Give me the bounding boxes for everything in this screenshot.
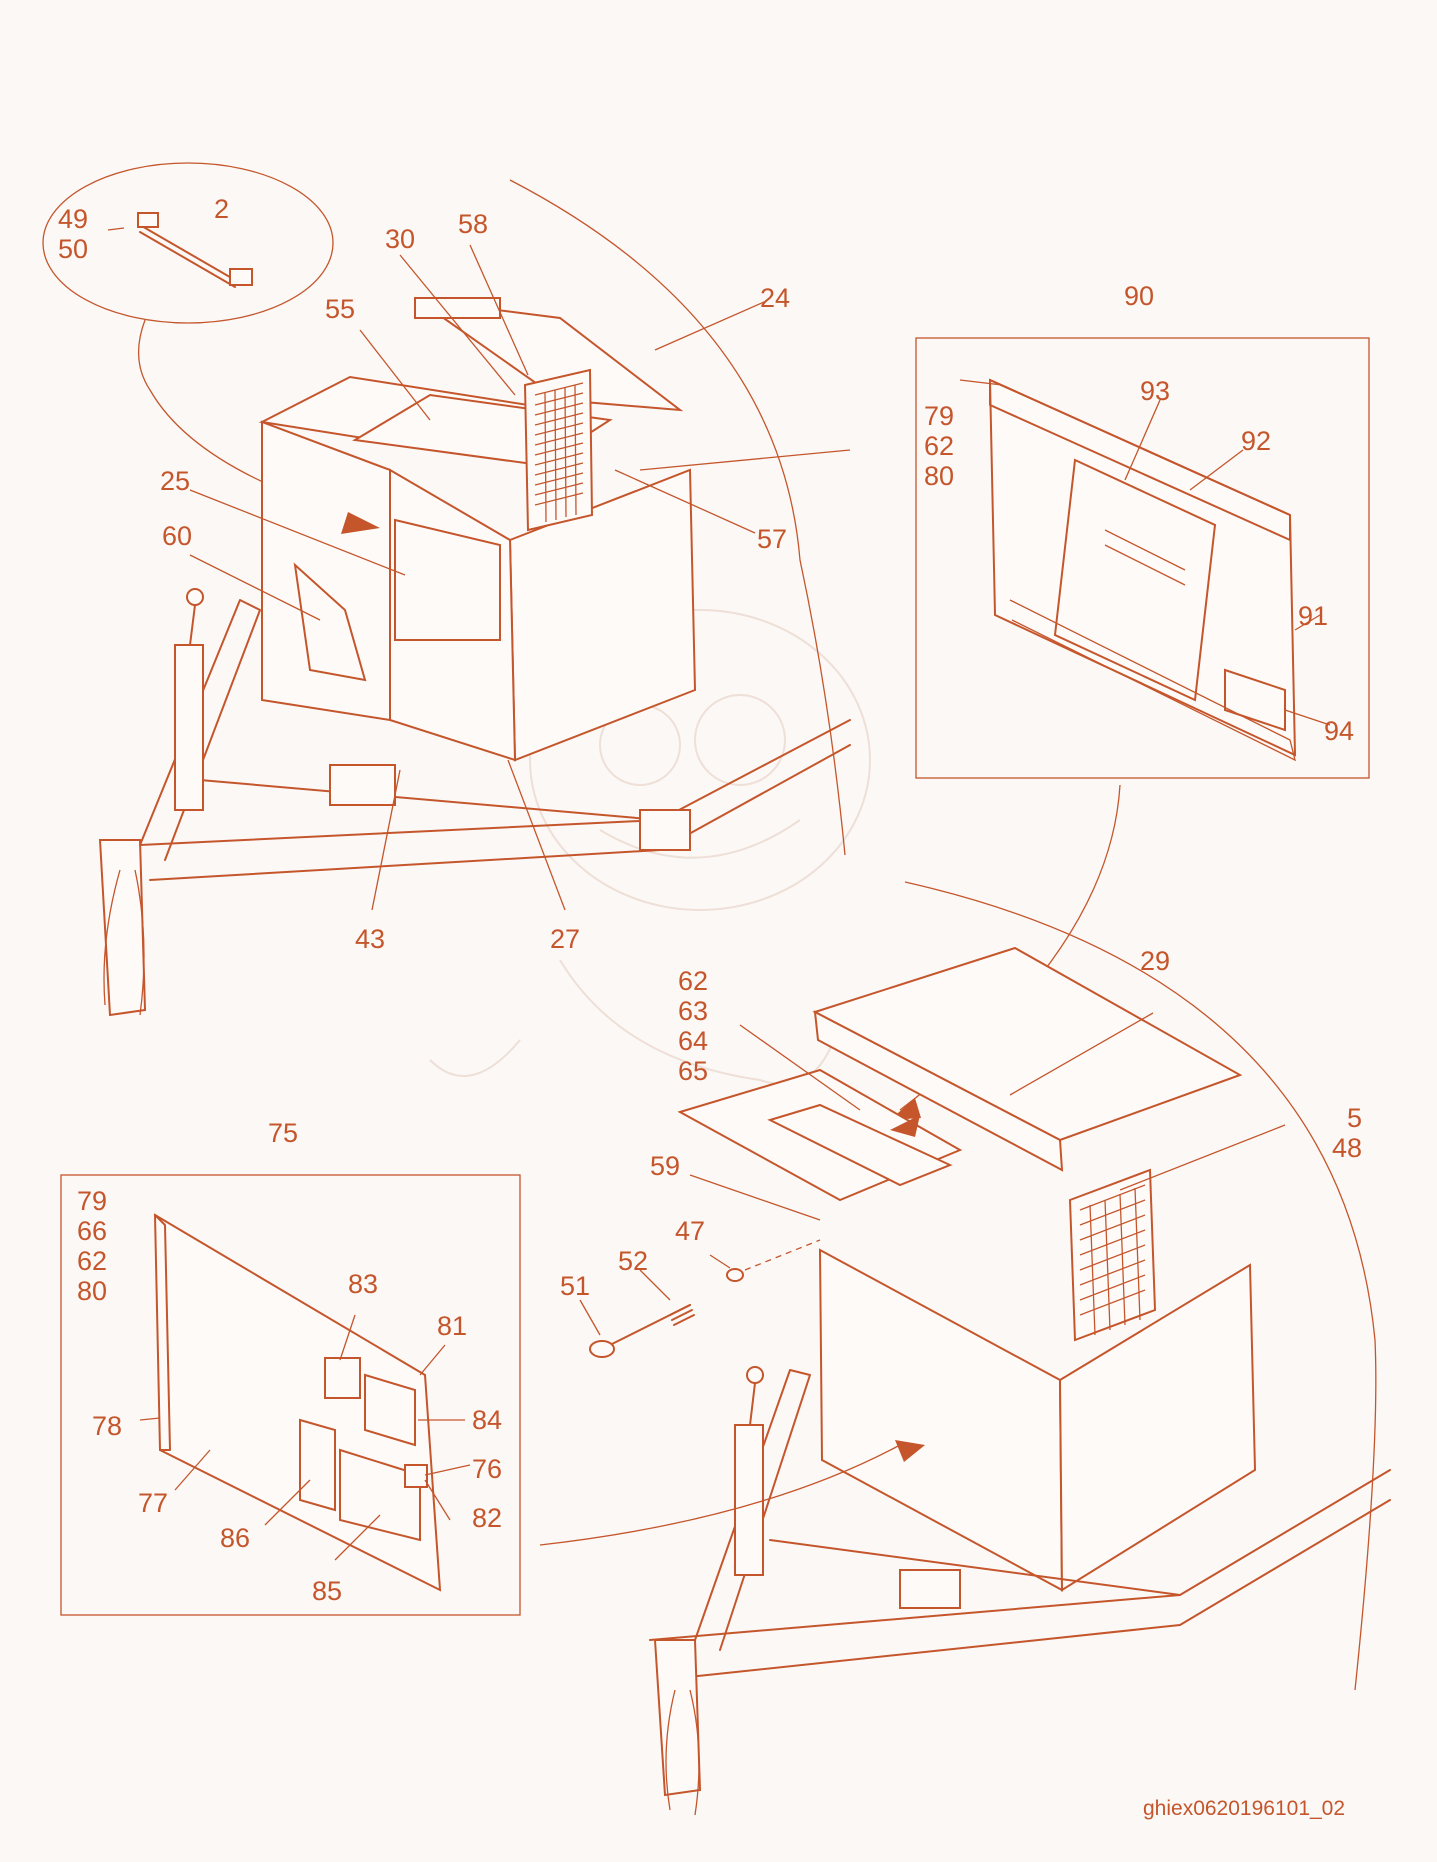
door-detail-box-90 (915, 337, 1370, 779)
callout-65: 65 (678, 1056, 708, 1086)
callout-labels: 49 50 2 30 58 24 55 25 60 57 43 27 90 93… (58, 194, 1362, 1820)
callout-94: 94 (1324, 716, 1354, 746)
callout-30: 30 (385, 224, 415, 254)
callout-50: 50 (58, 234, 88, 264)
callout-62-door75: 62 (77, 1246, 107, 1276)
callout-83: 83 (348, 1269, 378, 1299)
callout-43: 43 (355, 924, 385, 954)
door-detail-box-75 (60, 1174, 521, 1616)
callout-82: 82 (472, 1503, 502, 1533)
callout-93: 93 (1140, 376, 1170, 406)
callout-63: 63 (678, 996, 708, 1026)
callout-62-hinge: 62 (678, 966, 708, 996)
arrow-into-hinge (890, 1115, 920, 1137)
callout-64: 64 (678, 1026, 708, 1056)
grille-dots (534, 382, 584, 523)
callout-91: 91 (1298, 601, 1328, 631)
callout-52: 52 (618, 1246, 648, 1276)
callout-90: 90 (1124, 281, 1154, 311)
callout-84: 84 (472, 1405, 502, 1435)
watermark-mascot (429, 609, 871, 1085)
callout-62-door90: 62 (924, 431, 954, 461)
panel-75-leader (539, 1444, 901, 1546)
callout-92: 92 (1241, 426, 1271, 456)
callout-86: 86 (220, 1523, 250, 1553)
callout-78: 78 (92, 1411, 122, 1441)
drawing-code: ghiex0620196101_02 (1143, 1797, 1345, 1820)
callout-81: 81 (437, 1311, 467, 1341)
callout-80-door90: 80 (924, 461, 954, 491)
callout-58: 58 (458, 209, 488, 239)
callout-2: 2 (214, 194, 229, 224)
top-trailer-assembly (98, 179, 851, 1017)
callout-75: 75 (268, 1118, 298, 1148)
callout-5: 5 (1347, 1103, 1362, 1133)
callout-57: 57 (757, 524, 787, 554)
callout-24: 24 (760, 283, 790, 313)
callout-66: 66 (77, 1216, 107, 1246)
callout-79-door75: 79 (77, 1186, 107, 1216)
callout-60: 60 (162, 521, 192, 551)
callout-79-door90: 79 (924, 401, 954, 431)
leader-lines (139, 244, 1331, 1561)
callout-85: 85 (312, 1576, 342, 1606)
callout-76: 76 (472, 1454, 502, 1484)
callout-48: 48 (1332, 1133, 1362, 1163)
callout-80-door75: 80 (77, 1276, 107, 1306)
callout-27: 27 (550, 924, 580, 954)
callout-77: 77 (138, 1488, 168, 1518)
panel-75-arrow (895, 1440, 925, 1462)
callout-51: 51 (560, 1271, 590, 1301)
callout-49: 49 (58, 204, 88, 234)
callout-59: 59 (650, 1151, 680, 1181)
callout-25: 25 (160, 466, 190, 496)
callout-29: 29 (1140, 946, 1170, 976)
bottom-trailer-assembly (589, 881, 1391, 1816)
callout-55: 55 (325, 294, 355, 324)
callout-47: 47 (675, 1216, 705, 1246)
